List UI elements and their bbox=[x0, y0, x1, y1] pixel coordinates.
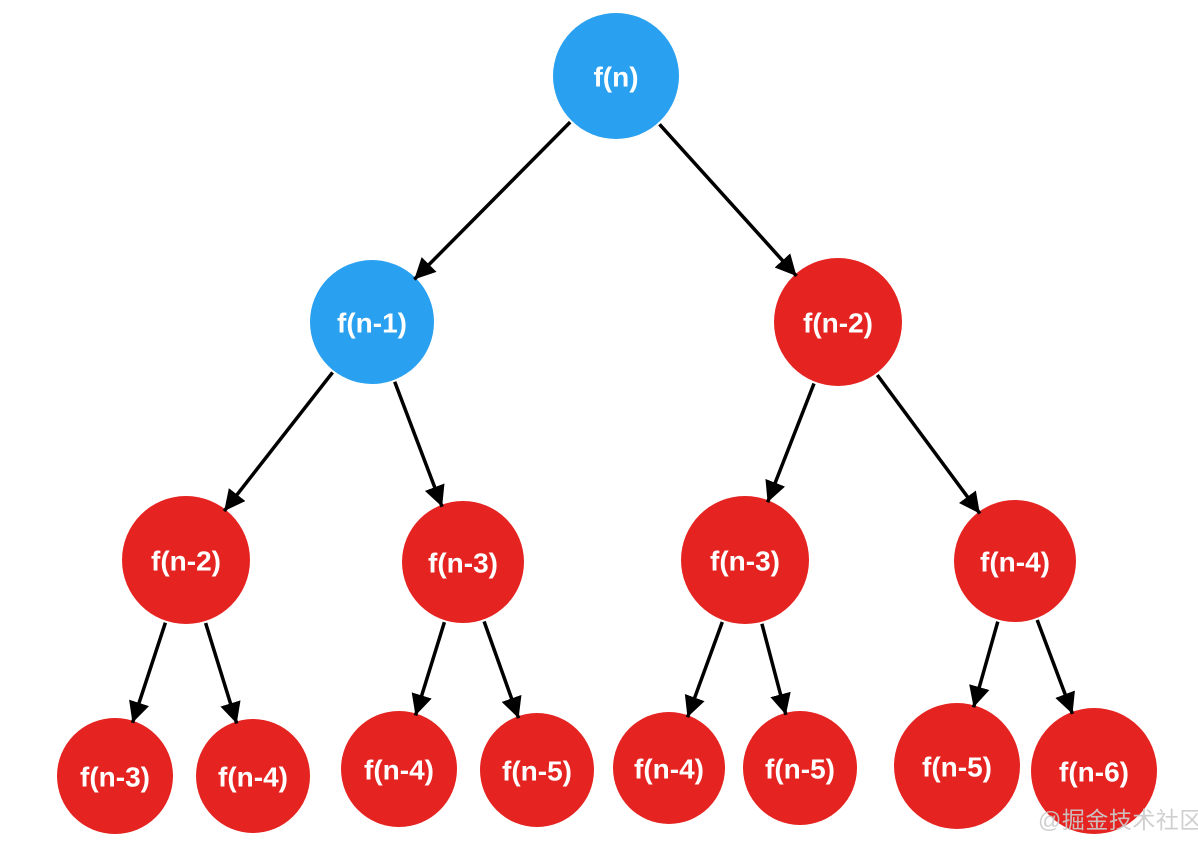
edge-arrow-n2-n5 bbox=[765, 382, 816, 503]
node-label: f(n-1) bbox=[337, 308, 407, 339]
node-circle-red bbox=[954, 500, 1076, 622]
tree-node-n2: f(n-2) bbox=[774, 258, 902, 386]
edge-arrow-n3-n8 bbox=[203, 622, 241, 725]
node-label: f(n-4) bbox=[364, 755, 434, 786]
edge-arrow-n4-n9 bbox=[411, 621, 447, 717]
node-circle-red bbox=[613, 712, 725, 824]
node-label: f(n-5) bbox=[765, 754, 835, 785]
tree-node-n6: f(n-4) bbox=[954, 500, 1076, 622]
node-circle-red bbox=[341, 711, 457, 827]
tree-nodes-layer: f(n) f(n-1) f(n-2) f(n-2) f(n-3) f(n-3) f(n-4)… bbox=[57, 13, 1157, 834]
edge-arrow-n4-n10 bbox=[482, 620, 522, 719]
tree-node-n5: f(n-3) bbox=[681, 496, 809, 624]
tree-node-n0: f(n) bbox=[553, 13, 679, 139]
node-circle-red bbox=[774, 258, 902, 386]
tree-node-n11: f(n-4) bbox=[613, 712, 725, 824]
edge-arrow-n5-n12 bbox=[760, 623, 791, 716]
edge-arrow-n0-n2 bbox=[658, 123, 798, 278]
tree-node-n13: f(n-5) bbox=[894, 703, 1020, 829]
node-circle-red bbox=[122, 496, 250, 624]
tree-node-n10: f(n-5) bbox=[480, 713, 594, 827]
node-circle-red bbox=[402, 501, 524, 623]
node-circle-red bbox=[894, 703, 1020, 829]
node-label: f(n-4) bbox=[980, 547, 1050, 578]
tree-node-n12: f(n-5) bbox=[743, 711, 857, 825]
tree-node-n7: f(n-3) bbox=[57, 718, 173, 834]
node-circle-red bbox=[681, 496, 809, 624]
node-label: f(n-3) bbox=[710, 546, 780, 577]
node-label: f(n-5) bbox=[922, 752, 992, 783]
node-label: f(n-2) bbox=[151, 546, 221, 577]
tree-edges-layer bbox=[129, 120, 1075, 725]
node-label: f(n-2) bbox=[803, 308, 873, 339]
edge-arrow-n6-n14 bbox=[1035, 619, 1075, 715]
edge-arrow-n5-n11 bbox=[684, 621, 724, 718]
edge-arrow-n2-n6 bbox=[875, 373, 982, 515]
node-circle-red bbox=[196, 719, 310, 833]
node-circle-red bbox=[743, 711, 857, 825]
node-label: f(n-5) bbox=[502, 756, 572, 787]
node-label: f(n-4) bbox=[634, 754, 704, 785]
edge-arrow-n3-n7 bbox=[129, 622, 168, 724]
tree-node-n9: f(n-4) bbox=[341, 711, 457, 827]
edge-arrow-n1-n4 bbox=[393, 381, 445, 508]
tree-node-n3: f(n-2) bbox=[122, 496, 250, 624]
tree-node-n1: f(n-1) bbox=[310, 260, 434, 384]
node-circle-red bbox=[57, 718, 173, 834]
node-circle-red bbox=[1031, 708, 1157, 834]
node-label: f(n-6) bbox=[1059, 757, 1129, 788]
node-label: f(n) bbox=[593, 62, 638, 93]
edge-arrow-n6-n13 bbox=[969, 621, 1000, 708]
tree-node-n8: f(n-4) bbox=[196, 719, 310, 833]
watermark: @掘金技术社区 bbox=[1038, 807, 1198, 833]
node-circle-blue bbox=[553, 13, 679, 139]
node-circle-blue bbox=[310, 260, 434, 384]
tree-node-n14: f(n-6) bbox=[1031, 708, 1157, 834]
tree-node-n4: f(n-3) bbox=[402, 501, 524, 623]
edge-arrow-n1-n3 bbox=[222, 371, 334, 513]
node-label: f(n-3) bbox=[428, 548, 498, 579]
edge-arrow-n0-n1 bbox=[413, 120, 572, 281]
node-label: f(n-4) bbox=[218, 762, 288, 793]
node-label: f(n-3) bbox=[80, 762, 150, 793]
node-circle-red bbox=[480, 713, 594, 827]
